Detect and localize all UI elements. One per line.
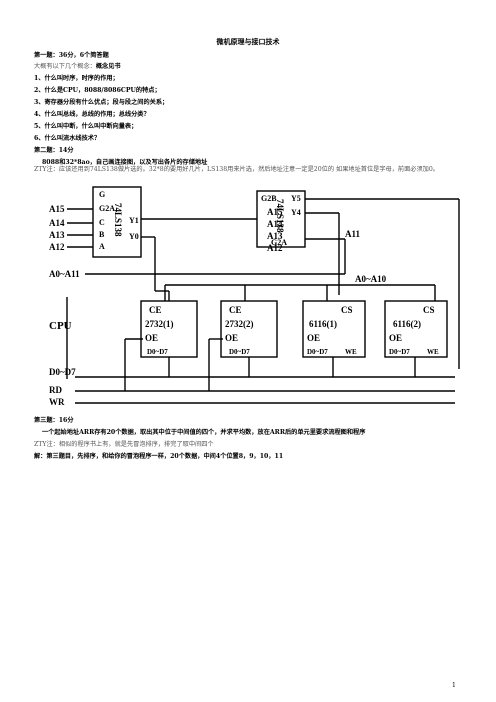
memory-connection-diagram: A15 A14 A13 A12 A0~A11 CPU D0~D7 RD WR A…	[49, 186, 460, 407]
section1-intro: 大概有以下几个概念：概念见书	[34, 61, 121, 70]
wr-label: WR	[49, 397, 65, 407]
addr-a12: A12	[49, 242, 65, 252]
chip-pin-ce: CE	[229, 305, 242, 315]
question-item: 2、什么是CPU，8088/8086CPU的特点；	[34, 87, 161, 94]
chip-pin-oe: OE	[307, 333, 320, 343]
decoder1-pin: G	[99, 190, 105, 199]
chip-name: 2732(1)	[145, 319, 174, 329]
chip-pin-oe: OE	[389, 333, 402, 343]
chip-pin-we: WE	[345, 348, 357, 356]
section3-question: 一个起始地址ARR存有20个数据，取出其中位于中间值的四个，并求平均数，放在AR…	[42, 429, 366, 436]
chip-name: 6116(2)	[393, 319, 421, 329]
section3-heading: 第三题：16分	[34, 417, 74, 424]
decoder2-chip-label: 74LS138	[275, 199, 285, 233]
section3-answer: 解：第三题目，先排序，和给你的冒泡程序一样，20个数据，中间4个位置8，9，10…	[34, 453, 284, 460]
addr-a11: A11	[345, 229, 361, 239]
decoder2-pin: G2A	[271, 238, 287, 247]
decoder2-pin: Y4	[291, 208, 301, 217]
addr-a14: A14	[49, 218, 65, 228]
chip-pin-oe: OE	[225, 333, 238, 343]
chip-pin-we: WE	[427, 348, 439, 356]
cpu-label: CPU	[49, 320, 72, 332]
addr-bus-label: A0~A11	[49, 269, 80, 279]
question-item: 4、什么叫总线，总线的作用；总线分类？	[34, 111, 150, 118]
chip-pin-data: D0~D7	[389, 348, 410, 356]
rd-label: RD	[49, 385, 62, 395]
decoder1-pin: Y0	[129, 232, 139, 241]
chip-pin-data: D0~D7	[307, 348, 328, 356]
section2-note: ZTY注：应该还用到74LS138做片选的。32*8的要用好几片，LS138用来…	[34, 166, 439, 173]
section2-question: 8088和32*8ao，自己画连接图，以及写出各片的存储地址	[42, 159, 208, 166]
decoder1-pin: A	[99, 242, 105, 251]
addr-a13: A13	[49, 230, 65, 240]
addr-a14-2: A14	[267, 219, 283, 229]
chip-name: 2732(2)	[225, 319, 254, 329]
intro-prefix: 大概有以下几个概念：	[34, 63, 96, 70]
decoder1-pin: Y1	[129, 216, 139, 225]
decoder1-pin: C	[99, 218, 105, 227]
decoder2-pin: G2B	[261, 194, 277, 203]
decoder1-pin: G2A	[99, 204, 115, 213]
data-bus-label: D0~D7	[49, 367, 76, 377]
chip-pin-data: D0~D7	[229, 348, 250, 356]
addr-a15-2: A15	[267, 207, 283, 217]
page-title: 微机原理与接口技术	[216, 37, 280, 46]
section1-heading: 第一题：36分，6个简答题	[34, 52, 109, 59]
chip-pin-data: D0~D7	[147, 348, 168, 356]
chip-pin-oe: OE	[145, 333, 158, 343]
section2-heading: 第二题：14分	[34, 147, 74, 154]
chip-pin-cs: CS	[341, 305, 353, 315]
decoder2-pin: Y5	[291, 194, 301, 203]
addr-bus-label-2: A0~A10	[355, 274, 387, 284]
question-item: 3、寄存器分段有什么优点；段与段之间的关系；	[34, 99, 169, 106]
question-item: 5、什么叫中断，什么叫中断向量表；	[34, 123, 138, 130]
question-item: 1、什么叫时序，时序的作用；	[34, 75, 119, 82]
chip-pin-ce: CE	[149, 305, 162, 315]
question-item: 6、什么叫流水线技术？	[34, 135, 101, 142]
page-number: 1	[452, 682, 456, 689]
section3-note: ZTY注：相似的程序书上有，就是先冒泡排序，排完了取中间四个	[34, 441, 214, 448]
addr-a13-2: A13	[267, 231, 283, 241]
decoder1-pin: B	[99, 230, 105, 239]
chip-pin-cs: CS	[423, 305, 435, 315]
decoder1-chip-label: 74LS138	[113, 203, 123, 237]
intro-bold: 概念见书	[95, 63, 121, 70]
addr-a12-2: A12	[267, 243, 283, 253]
addr-a15: A15	[49, 204, 65, 214]
chip-name: 6116(1)	[309, 319, 337, 329]
